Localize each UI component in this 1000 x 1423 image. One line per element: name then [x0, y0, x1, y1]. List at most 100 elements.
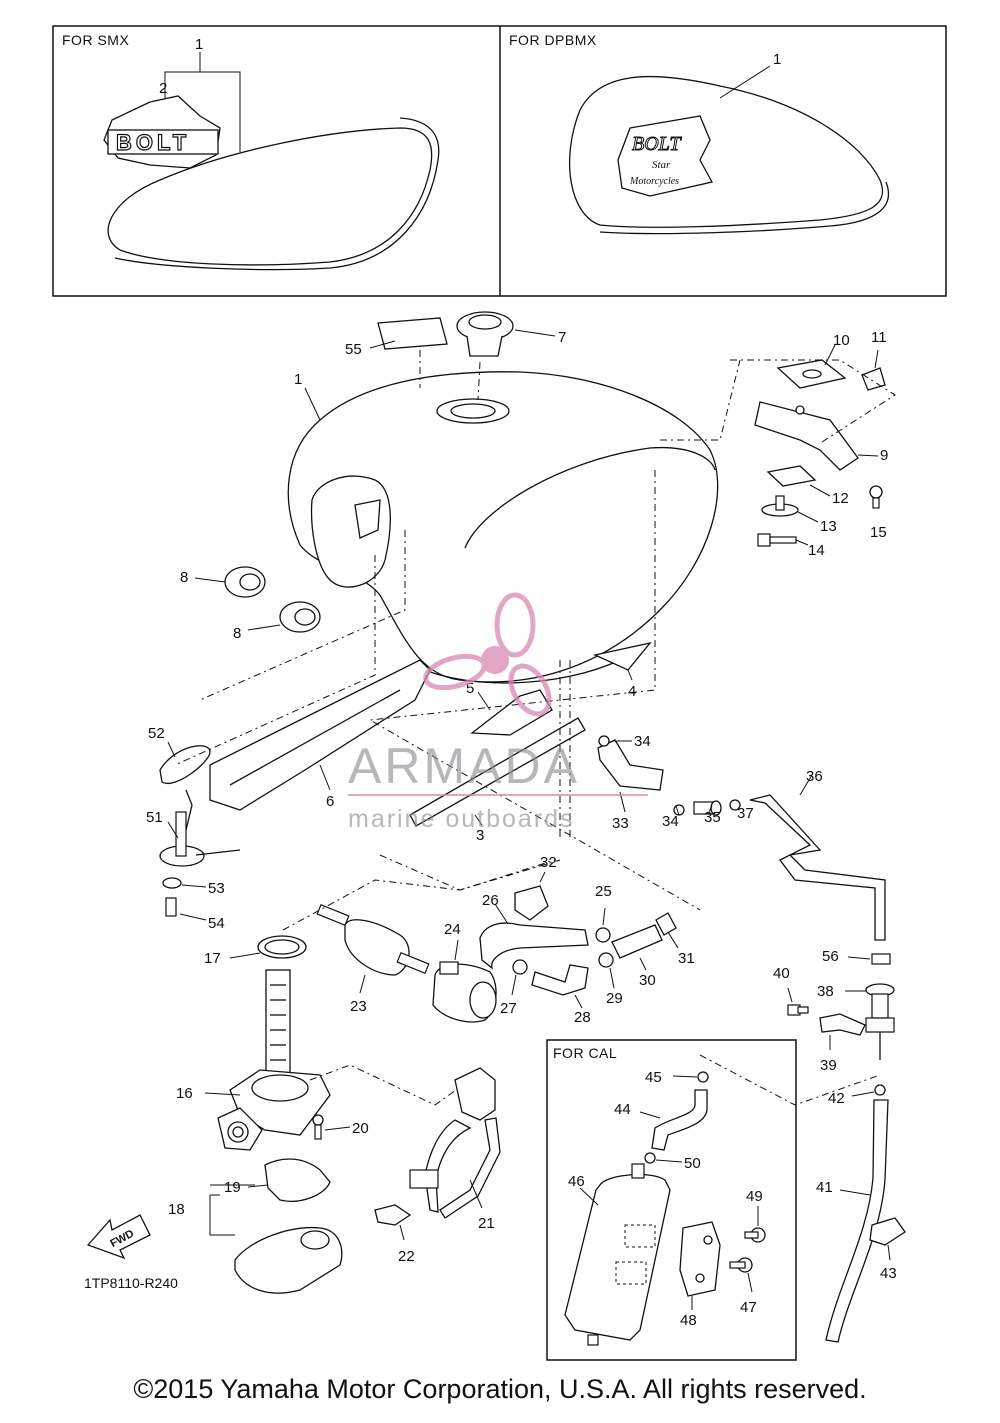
part-56-clip [871, 953, 891, 965]
part-28-joint [531, 964, 589, 996]
part-45-clip [697, 1071, 709, 1083]
callout-40: 40 [773, 965, 790, 982]
callout-44: 44 [614, 1101, 631, 1118]
callout-19: 19 [224, 1179, 241, 1196]
callout-49: 49 [746, 1188, 763, 1205]
part-26-hose [479, 922, 589, 970]
part-54-screw [165, 897, 177, 917]
part-39-clamp [819, 1013, 866, 1036]
callout-3: 3 [476, 827, 484, 844]
part-41-hose [825, 1099, 889, 1343]
part-30-hose [611, 924, 663, 959]
part-32-clamp [514, 885, 549, 921]
callout-51: 51 [146, 809, 163, 826]
part-46-canister [564, 1163, 671, 1346]
callout-36: 36 [806, 768, 823, 785]
callout-4: 4 [628, 683, 636, 700]
part-8-grommet-a [224, 566, 266, 598]
filler-neck [436, 398, 510, 424]
callout-31: 31 [678, 950, 695, 967]
callout-15: 15 [870, 524, 887, 541]
part-4-pad [592, 641, 652, 671]
part-40-screw [787, 1004, 809, 1016]
callout-54: 54 [208, 915, 225, 932]
callout-48: 48 [680, 1312, 697, 1329]
dpbmx-emblem-line3: Motorcycles [629, 176, 679, 187]
callout-34-lower: 34 [662, 813, 679, 830]
callout-28: 28 [574, 1009, 591, 1026]
part-33-hose [597, 739, 664, 791]
callout-52: 52 [148, 725, 165, 742]
part-9-bracket [754, 401, 859, 471]
dpbmx-box-label: FOR DPBMX [509, 32, 597, 48]
callout-16: 16 [176, 1085, 193, 1102]
part-51-fuel-sender [159, 789, 241, 867]
dpbmx-emblem-line2: Star [652, 159, 671, 171]
callout-18: 18 [168, 1201, 185, 1218]
callout-8-upper: 8 [180, 569, 188, 586]
callout-39: 39 [820, 1057, 837, 1074]
callout-29: 29 [606, 990, 623, 1007]
callout-1-dpbmx: 1 [773, 51, 781, 68]
smx-bolt-emblem: BOLT [103, 95, 221, 169]
callout-32: 32 [540, 854, 557, 871]
callout-10: 10 [833, 332, 850, 349]
part-5-pad [470, 689, 553, 736]
copyright-notice: ©2015 Yamaha Motor Corporation, U.S.A. A… [133, 1374, 867, 1404]
callout-41: 41 [816, 1179, 833, 1196]
dpbmx-tank-outline [568, 75, 890, 235]
part-10-damper [776, 359, 847, 389]
callout-20: 20 [352, 1120, 369, 1137]
part-23-fuel-filter [316, 903, 430, 976]
part-12-grommet [766, 465, 817, 487]
callout-47: 47 [740, 1299, 757, 1316]
callout-42: 42 [828, 1090, 845, 1107]
watermark: ARMADA marine outboards [348, 592, 648, 833]
callout-8-lower: 8 [233, 625, 241, 642]
smx-box-label: FOR SMX [62, 32, 129, 48]
callout-38: 38 [817, 983, 834, 1000]
callout-21: 21 [478, 1215, 495, 1232]
part-24-fuel-pump [432, 961, 497, 1023]
part-22-clamp [374, 1204, 412, 1226]
inset-panel [52, 25, 947, 297]
callout-17: 17 [204, 950, 221, 967]
watermark-tagline: marine outboards [348, 805, 575, 833]
fuel-tank [287, 371, 719, 684]
part-16-fuel-cock [217, 969, 331, 1151]
callout-22: 22 [398, 1248, 415, 1265]
callout-30: 30 [639, 972, 656, 989]
part-31-clip [655, 912, 677, 936]
smx-tank-outline [107, 117, 440, 271]
fwd-arrow-icon: FWD [86, 1214, 151, 1260]
part-53-washer [162, 877, 182, 889]
callout-45: 45 [645, 1069, 662, 1086]
part-14-bolt [757, 533, 797, 547]
part-3-strip [409, 717, 586, 827]
part-20-screw [312, 1114, 324, 1140]
part-15-screw [869, 485, 883, 509]
callout-13: 13 [820, 518, 837, 535]
callout-1-smx: 1 [195, 36, 203, 53]
part-55-pad [377, 317, 448, 350]
callout-11: 11 [871, 329, 887, 346]
part-49-bolt [744, 1227, 766, 1243]
callout-5: 5 [466, 680, 474, 697]
dpbmx-emblem-line1: BOLT [632, 133, 682, 155]
callout-23: 23 [350, 998, 367, 1015]
callout-53: 53 [208, 880, 225, 897]
part-6-heat-shield [209, 659, 431, 811]
callout-9: 9 [880, 447, 888, 464]
callout-26: 26 [482, 892, 499, 909]
part-25-clip [595, 927, 611, 943]
part-44-hose [651, 1089, 708, 1151]
part-19-cover-inner [264, 1158, 331, 1202]
part-7-filler-cap [456, 311, 514, 357]
part-50-clip [644, 1152, 656, 1164]
diagram-code: 1TP8110-R240 [84, 1275, 178, 1291]
callout-35: 35 [704, 809, 721, 826]
watermark-brand: ARMADA [348, 738, 580, 794]
part-13-collar [761, 495, 799, 517]
part-52-o-ring [159, 745, 211, 785]
part-38-valve [865, 983, 895, 1060]
